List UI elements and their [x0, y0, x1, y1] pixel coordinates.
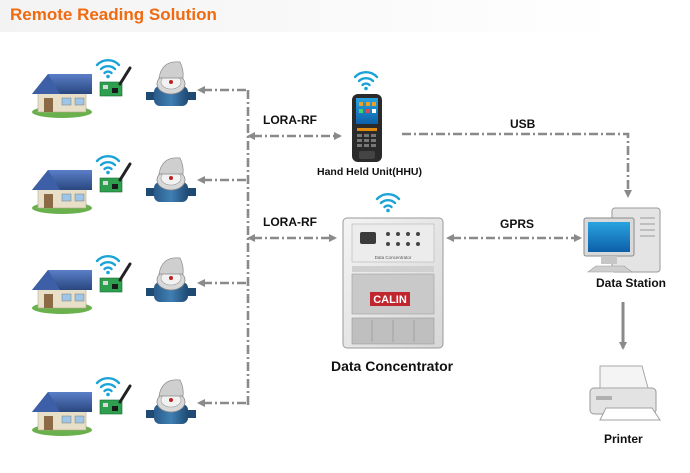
data-concentrator: Data Concentrator CALIN — [342, 192, 444, 349]
connectors — [197, 86, 632, 407]
computer-icon — [583, 207, 661, 273]
house-row-2 — [31, 154, 197, 215]
water-meter-icon — [145, 61, 197, 107]
house-row-1 — [31, 58, 197, 119]
wifi-icon — [375, 192, 401, 214]
wifi-icon — [95, 154, 121, 176]
lora-rf-label-top: LORA-RF — [263, 113, 317, 127]
handheld-unit-icon — [352, 94, 382, 162]
printer-icon — [589, 365, 661, 421]
wifi-icon — [95, 376, 121, 398]
handheld-unit — [352, 70, 382, 162]
hhu-label: Hand Held Unit(HHU) — [317, 166, 422, 178]
house-icon — [31, 73, 93, 119]
printer-label: Printer — [604, 432, 643, 446]
usb-label: USB — [510, 117, 536, 131]
concentrator-label: Data Concentrator — [331, 358, 454, 374]
house-row-3 — [31, 254, 197, 315]
diagram-title: Remote Reading Solution — [10, 5, 217, 24]
wifi-icon — [353, 70, 379, 92]
house-row-4 — [31, 376, 197, 437]
wifi-icon — [95, 254, 121, 276]
concentrator-model-text: Data Concentrator — [375, 255, 412, 260]
wifi-icon — [95, 58, 121, 80]
brand-logo: CALIN — [373, 294, 407, 306]
house-icon — [31, 269, 93, 315]
gprs-label: GPRS — [500, 217, 535, 231]
water-meter-icon — [145, 157, 197, 203]
house-icon — [31, 169, 93, 215]
water-meter-icon — [145, 379, 197, 425]
usb-link — [402, 132, 632, 198]
data-station-label: Data Station — [596, 276, 667, 290]
house-icon — [31, 391, 93, 437]
lora-rf-label-mid: LORA-RF — [263, 215, 317, 229]
header-bar — [0, 0, 690, 32]
water-meter-icon — [145, 257, 197, 303]
concentrator-icon: Data Concentrator CALIN — [342, 217, 444, 349]
